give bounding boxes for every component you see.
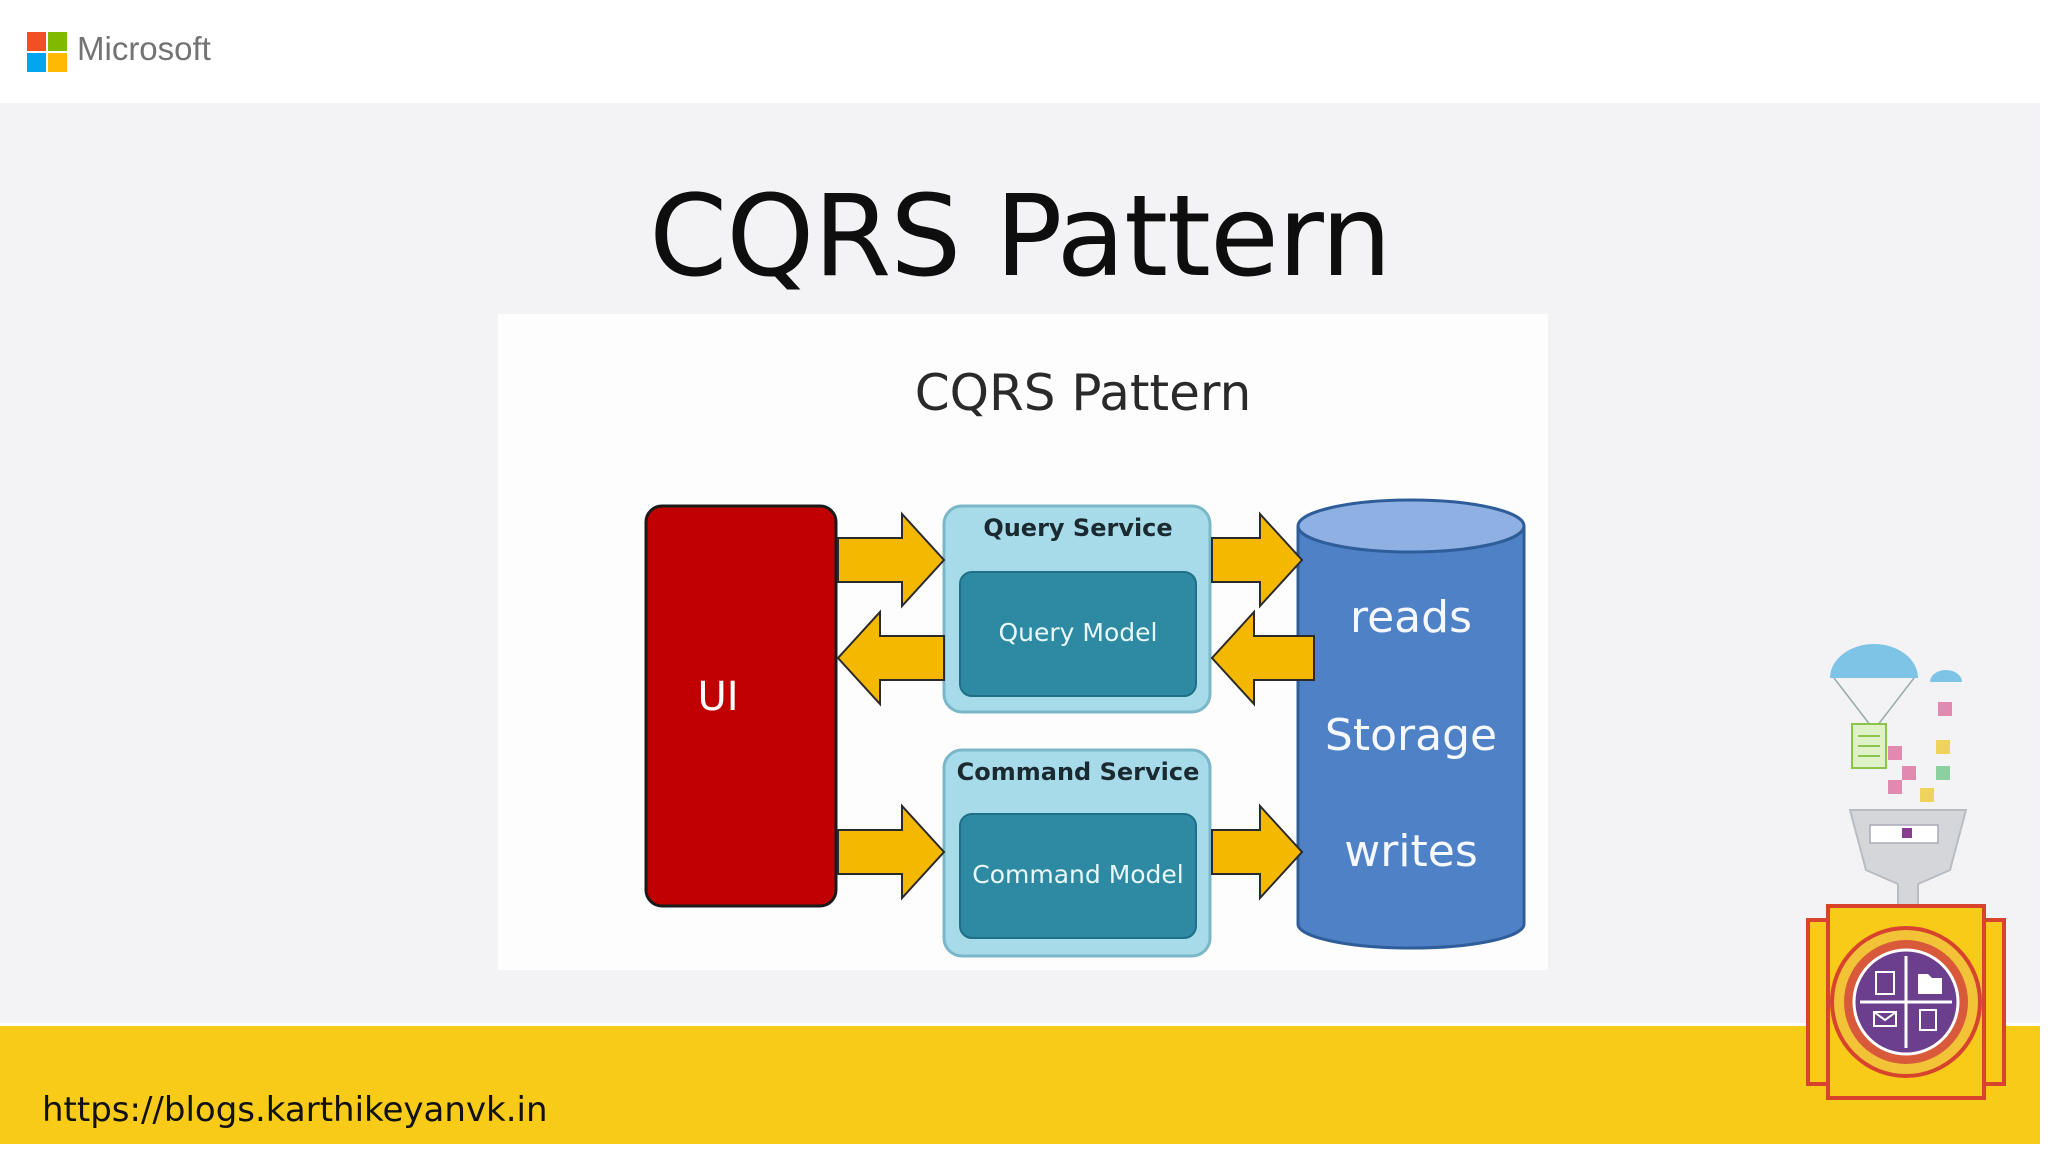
microsoft-wordmark: Microsoft <box>77 30 211 67</box>
query-model-label: Query Model <box>998 618 1158 647</box>
arrow-ui-to-query <box>837 511 946 609</box>
query-model-box <box>959 571 1197 697</box>
ui-label: UI <box>697 674 739 720</box>
arrow-storage-to-query <box>1210 609 1315 707</box>
command-model-label: Command Model <box>972 860 1184 889</box>
arrow-command-to-storage <box>1211 803 1304 901</box>
slide-title: CQRS Pattern <box>649 172 1392 302</box>
yantra-logo-icon <box>1806 904 2006 1100</box>
diagram-title: CQRS Pattern <box>914 364 1252 422</box>
storage-label: Storage <box>1324 710 1498 761</box>
diagram-shapes <box>644 498 1526 958</box>
cqrs-diagram: CQRS Pattern UI Query Service Query Mode… <box>498 314 1548 970</box>
cube-icons <box>1888 740 1950 802</box>
top-bar: Microsoft <box>0 0 2048 103</box>
parachute-icon <box>1830 644 1962 769</box>
arrow-query-to-ui <box>836 609 945 707</box>
command-model-box <box>959 813 1197 939</box>
arrow-query-to-storage <box>1211 511 1304 609</box>
footer-band <box>0 1026 2040 1144</box>
storage-cylinder <box>1296 498 1526 950</box>
arrow-ui-to-command <box>837 803 946 901</box>
funnel-icon <box>1848 809 1968 911</box>
microsoft-logo <box>27 32 67 72</box>
ui-box <box>644 504 838 908</box>
storage-writes-label: writes <box>1344 826 1478 877</box>
footer-url: https://blogs.karthikeyanvk.in <box>42 1090 548 1130</box>
command-service-label: Command Service <box>956 758 1200 786</box>
storage-reads-label: reads <box>1349 592 1472 643</box>
query-service-label: Query Service <box>983 514 1173 542</box>
brand-illustration <box>1806 644 2006 1100</box>
